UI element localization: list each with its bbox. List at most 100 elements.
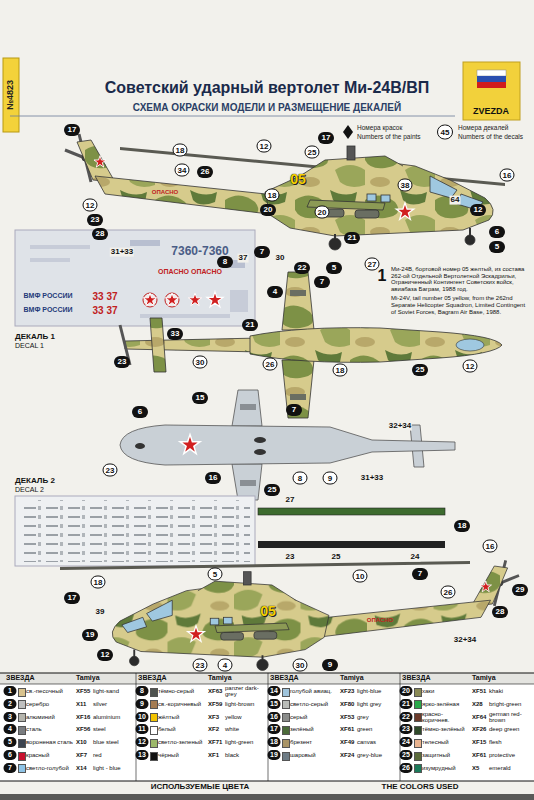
table-cell: khaki xyxy=(489,688,529,694)
table-cell: XF49 xyxy=(340,739,354,746)
paint-number: 16 xyxy=(205,472,221,484)
paint-number: 33 xyxy=(167,328,183,340)
table-cell: XF59 xyxy=(208,701,222,708)
label-text: ДЕКАЛЬ 2 xyxy=(15,477,55,486)
decal-number: 23 xyxy=(193,659,208,672)
paint-number: 14 xyxy=(268,686,281,696)
paint-number: 26 xyxy=(400,763,413,773)
color-swatch xyxy=(282,739,290,748)
paint-number: 7 xyxy=(254,246,270,258)
paint-number: 16 xyxy=(268,712,281,722)
callout-number: 37 xyxy=(238,254,249,263)
decal-number: 9 xyxy=(323,472,338,485)
color-swatch xyxy=(18,688,26,697)
decal-number: 27 xyxy=(365,258,380,271)
color-swatch xyxy=(150,713,158,722)
table-cell: light - blue xyxy=(93,765,133,771)
table-cell: silver xyxy=(93,701,133,707)
legend-text: зелёный xyxy=(290,726,338,732)
label-text: ВМФ РОССИИ xyxy=(24,292,73,300)
table-cell: light-brown xyxy=(225,701,265,707)
paint-number: 23 xyxy=(400,724,413,734)
title: Советский ударный вертолет Ми-24В/ВП xyxy=(105,79,430,97)
paint-number: 21 xyxy=(242,319,258,331)
decal-number: 25 xyxy=(305,146,320,159)
legend-text: вороненая сталь xyxy=(26,739,74,745)
paint-number: 1 xyxy=(4,686,17,696)
decal-number: 16 xyxy=(500,169,515,182)
paint-number: 12 xyxy=(97,649,113,661)
table-cell: XF61 xyxy=(340,726,354,733)
color-swatch xyxy=(18,764,26,773)
paint-number: 4 xyxy=(4,724,17,734)
decal-number: 5 xyxy=(208,568,223,581)
paint-number: 3 xyxy=(4,712,17,722)
callout-number: 23 xyxy=(285,553,296,562)
decal-number: 34 xyxy=(175,164,190,177)
table-cell: XF23 xyxy=(340,688,354,695)
table-cell: light grey xyxy=(357,701,397,707)
callout-number: 24 xyxy=(410,553,421,562)
legend-text: сталь xyxy=(26,726,74,732)
table-cell: XF56 xyxy=(76,726,90,733)
decal-number: 26 xyxy=(441,586,456,599)
paint-number: 20 xyxy=(400,686,413,696)
legend-text: хаки xyxy=(422,688,470,694)
callout-number: 32+34 xyxy=(388,422,412,431)
legend-text: шаровый xyxy=(290,752,338,758)
paint-number: 15 xyxy=(192,392,208,404)
legend-text: тёмно-зелёный xyxy=(422,726,470,732)
paint-number: 19 xyxy=(82,629,98,641)
legend-text: светло-голубой xyxy=(26,765,74,771)
color-swatch xyxy=(18,726,26,735)
paint-number: 2 xyxy=(4,699,17,709)
table-cell: X5 xyxy=(472,765,479,772)
legend-text: ярко-зелёная xyxy=(422,701,470,707)
label-text: 33 37 xyxy=(92,291,117,302)
table-cell: X11 xyxy=(76,701,86,708)
color-swatch xyxy=(150,726,158,735)
callout-number: 64 xyxy=(450,196,461,205)
callout-number: 39 xyxy=(95,608,106,617)
paint-number: 23 xyxy=(87,214,103,226)
color-swatch xyxy=(18,713,26,722)
table-cell: light-green xyxy=(225,739,265,745)
legend-text: тёмно-серый xyxy=(158,688,206,694)
legend-text: голубой авиац. xyxy=(290,688,338,694)
callout-number: 30 xyxy=(275,254,286,263)
table-cell: XF63 xyxy=(208,688,222,695)
decal-number: 16 xyxy=(483,540,498,553)
legend-text: серый xyxy=(290,714,338,720)
table-cell: XF2 xyxy=(208,726,219,733)
legend-text: чёрный xyxy=(158,752,206,758)
paint-number: 18 xyxy=(268,737,281,747)
table-cell: XF7 xyxy=(76,752,87,759)
table-cell: grey-blue xyxy=(357,752,397,758)
paint-number: 12 xyxy=(470,204,486,216)
color-swatch xyxy=(282,688,290,697)
table-cell: XF80 xyxy=(340,701,354,708)
table-cell: XF64 xyxy=(472,713,486,720)
color-swatch xyxy=(414,752,422,761)
legend-text: белый xyxy=(158,726,206,732)
legend-text: серебро xyxy=(26,701,74,707)
table-cell: green xyxy=(357,726,397,732)
paint-number: 22 xyxy=(400,712,413,722)
table-cell: XF3 xyxy=(208,713,219,720)
paint-number: 6 xyxy=(489,226,505,238)
paint-number: 20 xyxy=(260,204,276,216)
paint-number: 7 xyxy=(412,568,428,580)
label-text: ОПАСНО xyxy=(367,617,394,624)
table-cell: german red-brown xyxy=(489,711,529,723)
note-text: Ми-24В, бортовой номер 05 желтый, из сос… xyxy=(391,266,527,292)
label-text: ОПАСНО ОПАСНО xyxy=(158,268,222,276)
table-cell: XF61 xyxy=(472,752,486,759)
table-header: Tamiya xyxy=(208,674,232,682)
decal-number: 10 xyxy=(353,570,368,583)
legend-text: защитный xyxy=(422,752,470,758)
table-header: ЗВЕЗДА xyxy=(138,674,167,682)
table-header: Tamiya xyxy=(76,674,100,682)
table-cell: deep green xyxy=(489,726,529,732)
callout-number: 32+34 xyxy=(453,636,477,645)
table-cell: emerald xyxy=(489,765,529,771)
